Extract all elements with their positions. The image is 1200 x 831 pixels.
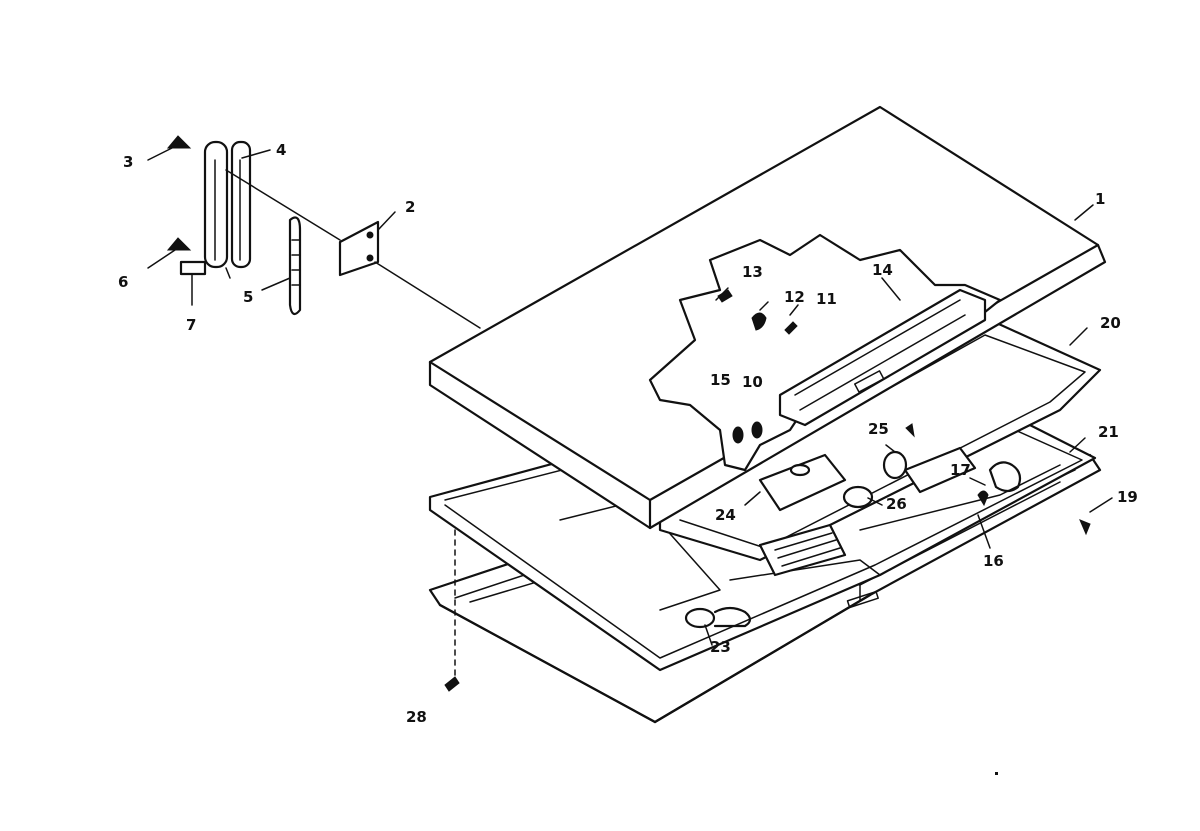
callout-25: 25 [868,420,889,438]
callout-10: 10 [742,373,763,391]
callout-4: 4 [276,141,287,159]
callout-28: 28 [406,708,427,726]
callout-6: 6 [118,273,129,291]
callout-3: 3 [123,153,134,171]
callout-24: 24 [715,506,736,524]
top-cover [428,105,1107,530]
callout-26: 26 [886,495,907,513]
callout-7: 7 [186,316,197,334]
callout-17: 17 [950,461,971,479]
bracket-2 [338,220,380,277]
callout-15: 15 [710,371,731,389]
callout-11: 11 [816,290,837,308]
callout-21: 21 [1098,423,1119,441]
callout-20: 20 [1100,314,1121,332]
stray-mark [995,772,998,775]
callout-1: 1 [1095,190,1106,208]
callout-5: 5 [243,288,254,306]
callout-19: 19 [1117,488,1138,506]
internal-components [684,446,1022,629]
hinge-assembly [166,135,302,316]
callout-13: 13 [742,263,763,281]
callout-16: 16 [983,552,1004,570]
callout-23: 23 [710,638,731,656]
callout-2: 2 [405,198,416,216]
callout-12: 12 [784,288,805,306]
callout-14: 14 [872,261,893,279]
leader-lines [147,144,1113,683]
